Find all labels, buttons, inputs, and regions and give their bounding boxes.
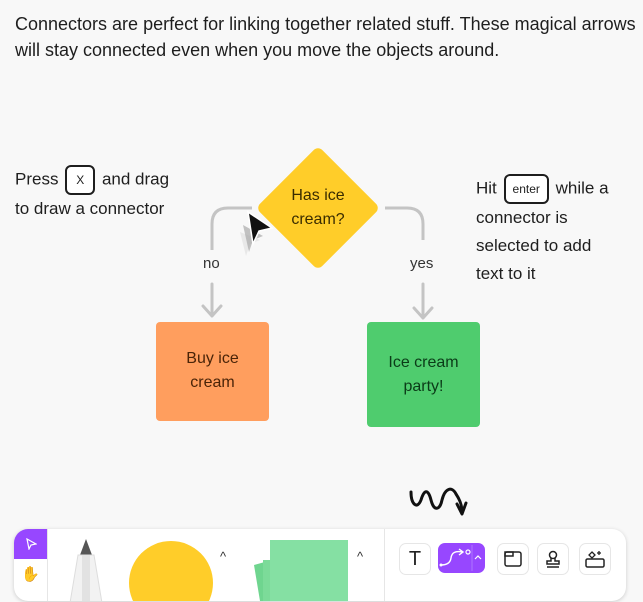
note-right-line4: text to it [476, 264, 536, 283]
box-buy-ice-cream[interactable] [156, 322, 269, 421]
hand-tool-button[interactable]: ✋ [14, 559, 47, 589]
connector-no[interactable] [210, 206, 252, 250]
sticky-options-caret[interactable]: ^ [357, 549, 364, 564]
box-ice-cream-party[interactable] [367, 322, 480, 427]
note-right-line2: connector is [476, 208, 568, 227]
note-left-line2: to draw a connector [15, 199, 165, 218]
connector-yes[interactable] [385, 206, 425, 240]
marker-icon[interactable] [64, 539, 106, 601]
key-x: X [65, 165, 96, 195]
divider [384, 529, 385, 601]
connector-icon [439, 545, 482, 571]
divider [47, 529, 48, 601]
box-party-label: Ice cream party! [388, 354, 459, 395]
sticky-note-icon[interactable] [254, 540, 350, 601]
text-tool-button[interactable]: T [399, 543, 431, 575]
note-left-before: Press [15, 169, 59, 189]
key-enter: enter [503, 174, 549, 204]
connector-tool-button[interactable] [438, 543, 485, 573]
decision-label: Has ice cream? [291, 187, 345, 228]
circle-shape-icon[interactable] [128, 540, 214, 601]
text-icon: T [408, 547, 422, 570]
note-left-after: and drag [101, 169, 170, 189]
stamp-tool-button[interactable] [537, 543, 569, 575]
squiggle-arrow-icon [409, 487, 468, 516]
connector-no-lower[interactable] [201, 282, 223, 318]
note-right-line3: selected to add [476, 236, 592, 255]
intro-text: Connectors are perfect for linking toget… [15, 14, 636, 60]
mode-switcher: ✋ [14, 529, 47, 601]
note-hit-enter: Hit enter while a connector is selected … [476, 174, 636, 288]
note-right-before: Hit [476, 178, 497, 198]
more-tools-button[interactable] [579, 543, 611, 575]
hand-icon: ✋ [21, 566, 40, 583]
move-tool-button[interactable] [14, 529, 47, 559]
decision-diamond[interactable] [256, 146, 380, 270]
section-tool-button[interactable] [497, 543, 529, 575]
shape-options-caret[interactable]: ^ [220, 549, 227, 564]
note-right-after: while a [555, 178, 609, 198]
note-press-x: Press X and drag to draw a connector [15, 165, 215, 223]
connector-yes-lower[interactable] [412, 282, 434, 320]
toolbar: ✋ ^ ^ T [14, 529, 626, 601]
pointer-icon [25, 538, 37, 550]
section-icon [504, 551, 522, 567]
box-buy-label: Buy ice cream [186, 350, 239, 391]
stamp-icon [546, 550, 560, 568]
more-tools-icon [585, 551, 605, 568]
connector-yes-label[interactable]: yes [408, 255, 436, 272]
connector-no-label[interactable]: no [201, 255, 222, 272]
cursor-icon [240, 210, 274, 256]
